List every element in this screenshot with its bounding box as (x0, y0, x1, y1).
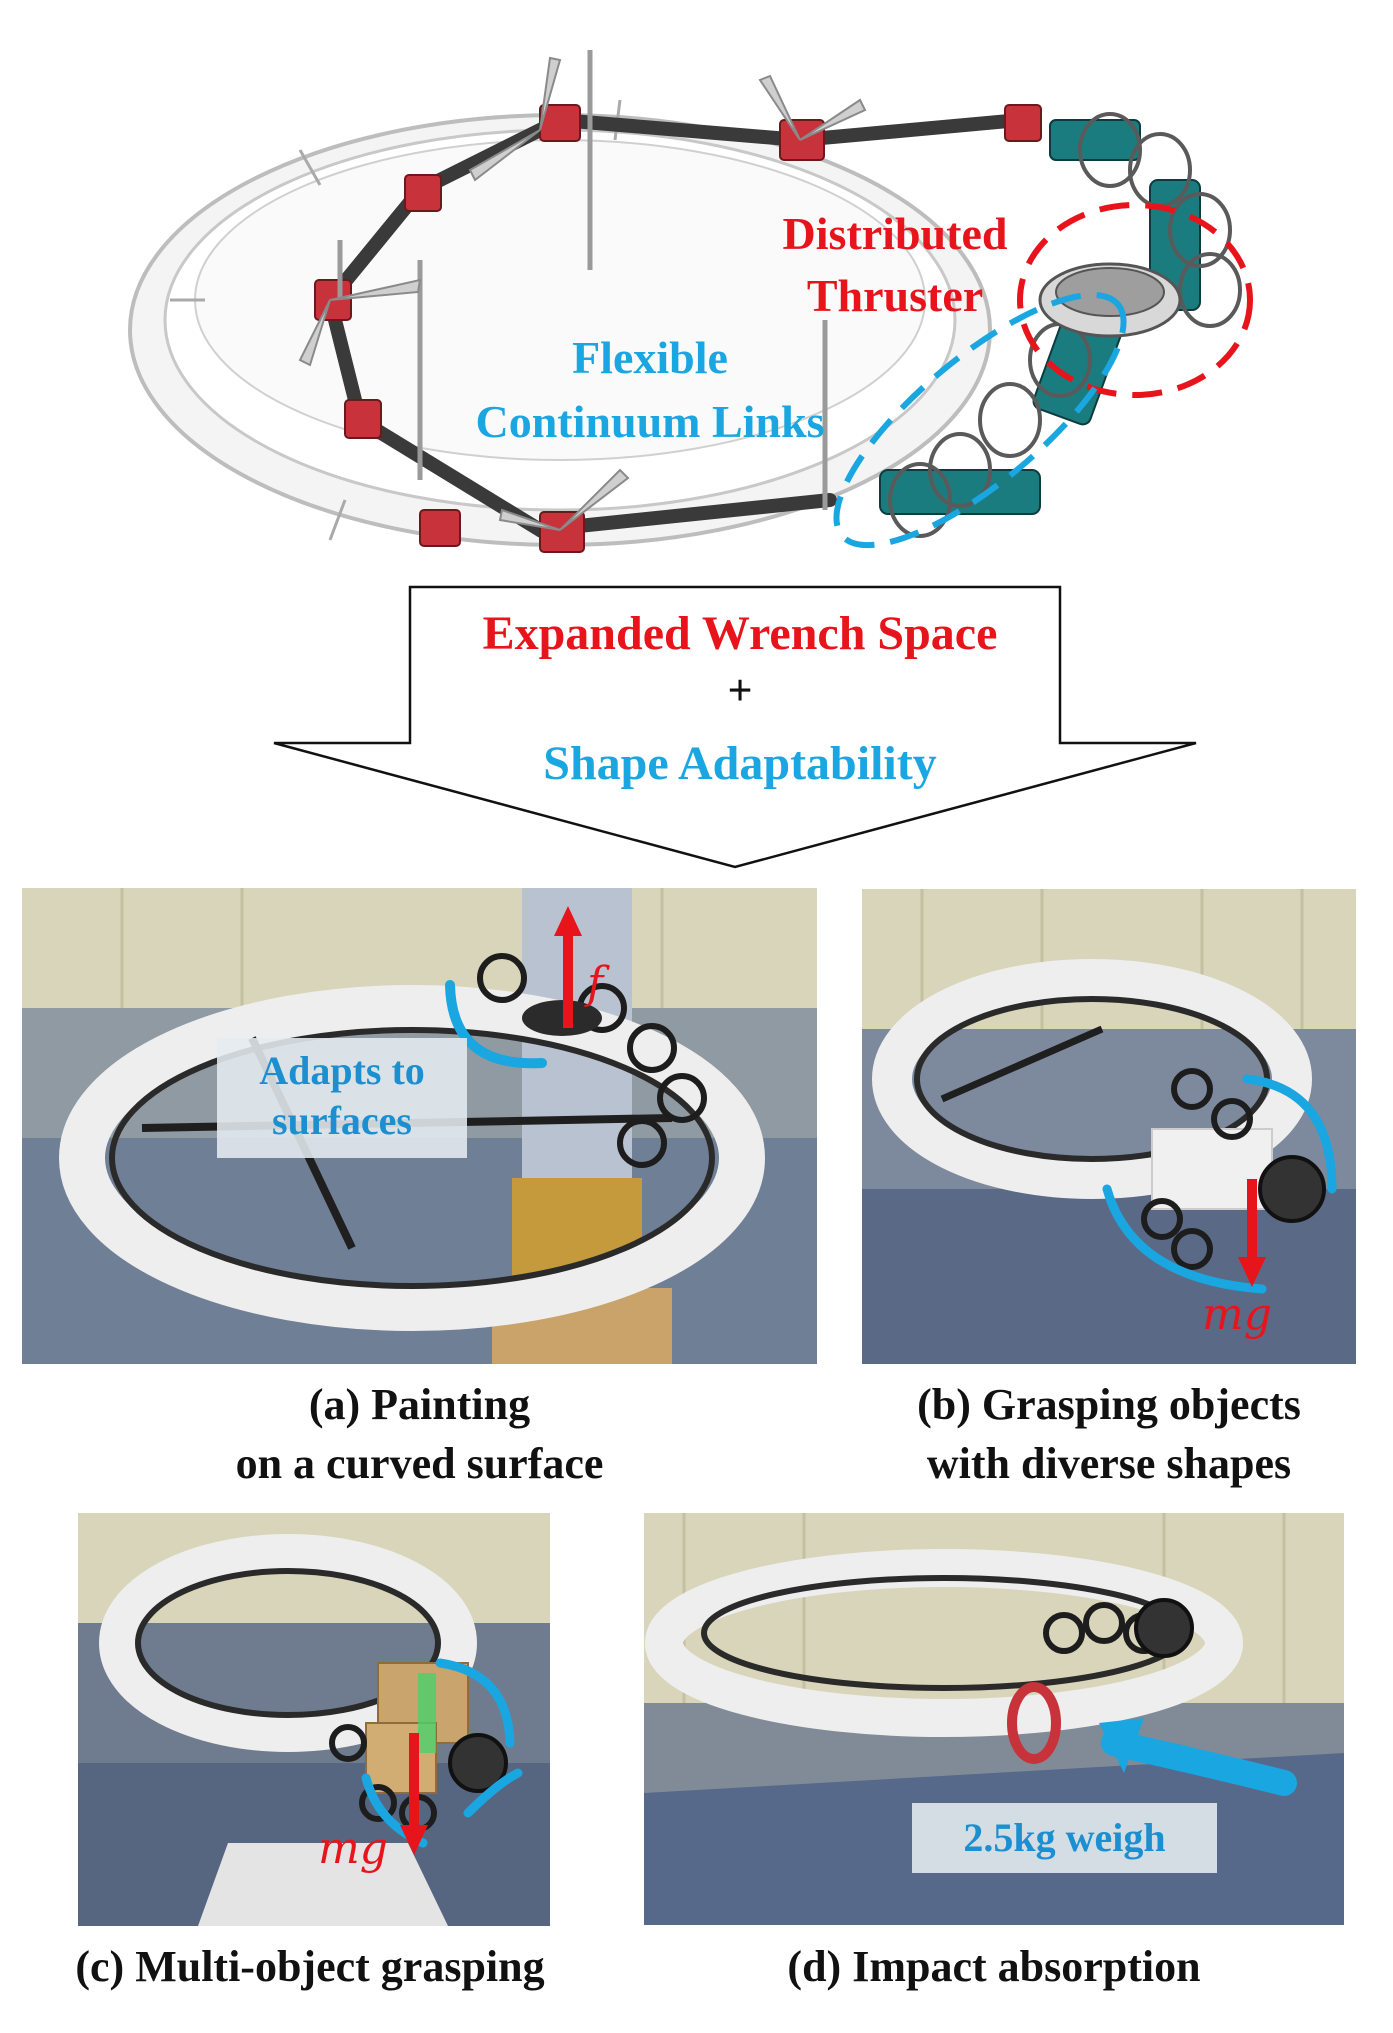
callout-a-line1: Adapts to (259, 1048, 425, 1093)
caption-a: (a) Painting on a curved surface (22, 1375, 817, 1494)
thruster-label-line1: Distributed (782, 208, 1008, 259)
callout-d: 2.5kg weigh (912, 1803, 1217, 1873)
links-highlight (833, 291, 1127, 549)
thruster-highlight (1017, 202, 1253, 398)
thruster-label-line2: Thruster (806, 270, 984, 321)
callout-a: Adapts to surfaces (217, 1038, 467, 1158)
force-label-c: mg (318, 1823, 388, 1874)
photo-c: mg (78, 1513, 550, 1926)
callout-a-line2: surfaces (272, 1098, 412, 1143)
caption-b: (b) Grasping objects with diverse shapes (862, 1375, 1356, 1494)
caption-d: (d) Impact absorption (787, 1942, 1201, 1991)
arrow-line2: Shape Adaptability (543, 737, 937, 790)
force-label-a: f (587, 958, 604, 1009)
caption-c: (c) Multi-object grasping (75, 1942, 545, 1991)
photo-b: mg (862, 889, 1356, 1364)
down-arrow: Expanded Wrench Space + Shape Adaptabili… (270, 585, 1210, 870)
cad-drone-illustration (128, 50, 1253, 553)
links-label-line2: Continuum Links (475, 396, 825, 447)
arrow-line1: Expanded Wrench Space (482, 607, 998, 660)
links-label-line1: Flexible (572, 332, 728, 383)
caption-a-line2: on a curved surface (235, 1439, 604, 1489)
arrow-plus: + (727, 666, 753, 715)
caption-a-line1: (a) Painting (308, 1380, 531, 1429)
force-label-b: mg (1202, 1289, 1272, 1340)
photo-a: f Adapts to surfaces (22, 888, 817, 1364)
caption-b-line2: with diverse shapes (926, 1439, 1292, 1489)
cad-rendering: Distributed Thruster Flexible Continuum … (0, 0, 1393, 600)
caption-b-line1: (b) Grasping objects (917, 1380, 1301, 1429)
photo-d: 2.5kg weigh (644, 1513, 1344, 1925)
